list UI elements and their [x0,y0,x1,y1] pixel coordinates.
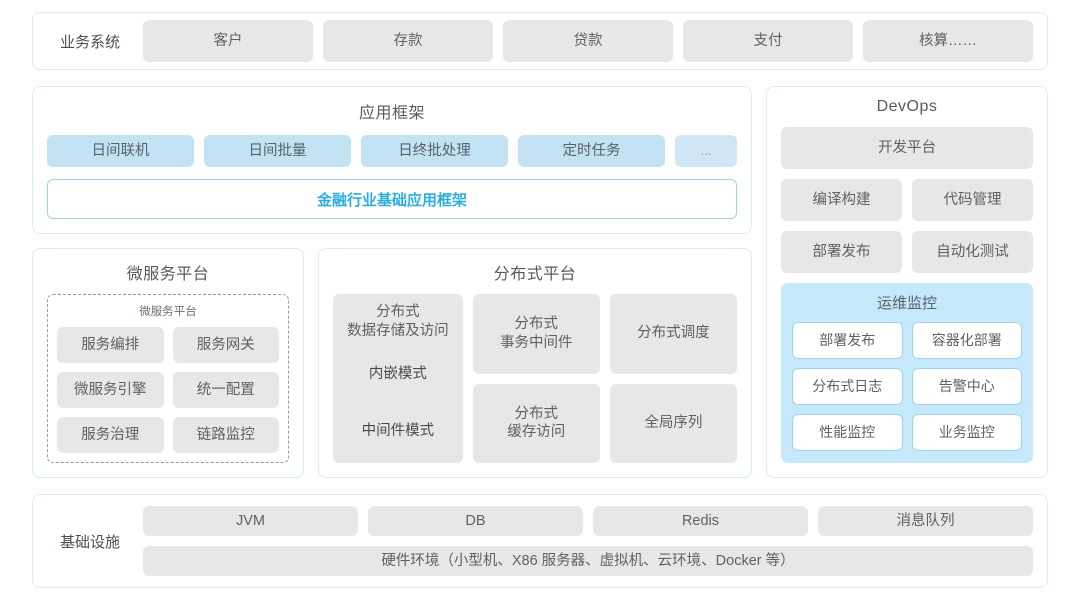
appfw-chip-eod-batch[interactable]: 日终批处理 [361,135,508,167]
platform-lower-row: 微服务平台 微服务平台 服务编排 服务网关 微服务引擎 统一配置 服务治理 链路… [32,248,752,478]
ops-item-containerized-deploy[interactable]: 容器化部署 [911,322,1022,359]
microservice-item-governance[interactable]: 服务治理 [57,417,164,453]
business-item-loan[interactable]: 贷款 [503,20,673,62]
appfw-base-framework[interactable]: 金融行业基础应用框架 [47,179,737,219]
devops-row-1: 编译构建 代码管理 [781,179,1033,221]
distributed-storage-mode-embedded[interactable]: 内嵌模式 [368,366,427,383]
infrastructure-item-jvm[interactable]: JVM [143,506,358,536]
infrastructure-label: 基础设施 [59,533,120,551]
devops-item-deploy-release[interactable]: 部署发布 [781,231,902,273]
microservice-item-orchestration[interactable]: 服务编排 [57,327,164,363]
devops-item-dev-platform[interactable]: 开发平台 [781,127,1033,169]
microservice-item-gateway[interactable]: 服务网关 [172,327,279,363]
infrastructure-item-message-queue[interactable]: 消息队列 [818,506,1033,536]
business-systems-panel: 业务系统 客户 存款 贷款 支付 核算…… [32,12,1048,70]
microservice-inner-box: 微服务平台 服务编排 服务网关 微服务引擎 统一配置 服务治理 链路监控 [47,294,289,463]
appfw-chip-more[interactable]: ... [675,135,737,167]
distributed-item-scheduling[interactable]: 分布式调度 [609,294,737,374]
distributed-item-global-sequence[interactable]: 全局序列 [609,383,737,463]
distributed-item-transaction-middleware[interactable]: 分布式 事务中间件 [472,294,600,374]
appfw-chip-daytime-online[interactable]: 日间联机 [47,135,194,167]
infrastructure-panel: 基础设施 JVM DB Redis 消息队列 硬件环境（小型机、X86 服务器、… [32,494,1048,588]
distributed-storage-card[interactable]: 分布式 数据存储及访问 内嵌模式 中间件模式 [333,294,463,463]
distributed-platform-panel: 分布式平台 分布式 数据存储及访问 内嵌模式 中间件模式 分布式 事务中间件 分… [318,248,752,478]
devops-panel: DevOps 开发平台 编译构建 代码管理 部署发布 自动化测试 运维监控 部署… [766,86,1048,478]
ops-monitoring-panel: 运维监控 部署发布 容器化部署 分布式日志 告警中心 性能监控 业务监控 [781,283,1033,463]
application-framework-panel: 应用框架 日间联机 日间批量 日终批处理 定时任务 ... 金融行业基础应用框架 [32,86,752,234]
business-systems-label: 业务系统 [59,33,120,51]
distributed-item-cache-access[interactable]: 分布式 缓存访问 [472,383,600,463]
microservice-inner-title: 微服务平台 [139,306,197,318]
microservice-item-trace-monitor[interactable]: 链路监控 [172,417,279,453]
devops-title: DevOps [876,98,938,115]
application-framework-title: 应用框架 [358,105,425,122]
business-item-customer[interactable]: 客户 [143,20,313,62]
ops-item-deploy-release[interactable]: 部署发布 [792,322,903,359]
ops-item-performance-monitor[interactable]: 性能监控 [792,414,903,451]
application-framework-chips: 日间联机 日间批量 日终批处理 定时任务 ... [47,135,737,167]
devops-column: DevOps 开发平台 编译构建 代码管理 部署发布 自动化测试 运维监控 部署… [766,86,1048,478]
infrastructure-item-db[interactable]: DB [368,506,583,536]
middle-section: 应用框架 日间联机 日间批量 日终批处理 定时任务 ... 金融行业基础应用框架… [32,86,1048,478]
infrastructure-items-row: JVM DB Redis 消息队列 [143,506,1033,536]
business-item-payment[interactable]: 支付 [683,20,853,62]
ops-item-business-monitor[interactable]: 业务监控 [911,414,1022,451]
devops-item-automated-test[interactable]: 自动化测试 [912,231,1033,273]
microservice-platform-title: 微服务平台 [126,266,210,283]
microservice-platform-panel: 微服务平台 微服务平台 服务编排 服务网关 微服务引擎 统一配置 服务治理 链路… [32,248,304,478]
platform-column: 应用框架 日间联机 日间批量 日终批处理 定时任务 ... 金融行业基础应用框架… [32,86,752,478]
ops-monitoring-grid: 部署发布 容器化部署 分布式日志 告警中心 性能监控 业务监控 [792,322,1022,451]
distributed-items-grid: 分布式 数据存储及访问 内嵌模式 中间件模式 分布式 事务中间件 分布式调度 分… [333,294,737,463]
microservice-item-unified-config[interactable]: 统一配置 [172,372,279,408]
infrastructure-hardware-environment[interactable]: 硬件环境（小型机、X86 服务器、虚拟机、云环境、Docker 等） [143,546,1033,576]
distributed-storage-mode-middleware[interactable]: 中间件模式 [361,422,435,439]
infrastructure-body: JVM DB Redis 消息队列 硬件环境（小型机、X86 服务器、虚拟机、云… [143,506,1033,576]
distributed-storage-title: 分布式 数据存储及访问 [347,304,449,339]
ops-item-distributed-log[interactable]: 分布式日志 [792,368,903,405]
business-item-accounting[interactable]: 核算…… [863,20,1033,62]
devops-item-compile-build[interactable]: 编译构建 [781,179,902,221]
devops-row-2: 部署发布 自动化测试 [781,231,1033,273]
distributed-platform-title: 分布式平台 [493,266,577,283]
ops-item-alert-center[interactable]: 告警中心 [911,368,1022,405]
infrastructure-item-redis[interactable]: Redis [593,506,808,536]
devops-item-code-management[interactable]: 代码管理 [912,179,1033,221]
appfw-chip-daytime-batch[interactable]: 日间批量 [204,135,351,167]
appfw-chip-scheduled-task[interactable]: 定时任务 [518,135,665,167]
microservice-items-grid: 服务编排 服务网关 微服务引擎 统一配置 服务治理 链路监控 [57,327,279,453]
ops-monitoring-title: 运维监控 [876,295,937,312]
business-item-deposit[interactable]: 存款 [323,20,493,62]
microservice-item-engine[interactable]: 微服务引擎 [57,372,164,408]
